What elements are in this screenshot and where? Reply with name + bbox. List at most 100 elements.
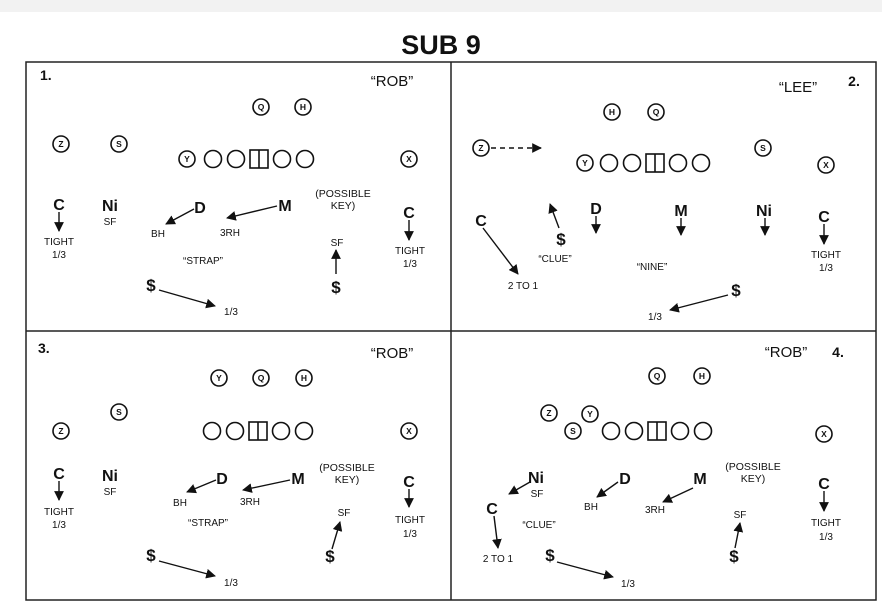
panel-2-x-receiver: X	[817, 156, 835, 174]
panel-2-tight-end: Y	[576, 154, 594, 172]
panel-4-c-left: C	[486, 501, 498, 518]
panel-2-oline-lg	[622, 153, 642, 173]
svg-text:X: X	[821, 429, 827, 439]
panel-4-halfback: H	[693, 367, 711, 385]
panel-4-c-right: C	[818, 476, 830, 493]
panel-1-halfback: H	[294, 98, 312, 116]
svg-text:S: S	[116, 139, 122, 149]
panel-1-third-right: 1/3	[403, 259, 417, 270]
panel-3-qb: Q	[252, 369, 270, 387]
panel-3-dollar-left-arrow	[158, 560, 216, 579]
svg-text:Q: Q	[258, 102, 265, 112]
panel-2-third-right: 1/3	[819, 263, 833, 274]
panel-2-oline-rg	[668, 153, 688, 173]
panel-3-c-right: C	[403, 474, 415, 491]
panel-2-c-right: C	[818, 209, 830, 226]
panel-4-number: 4.	[832, 344, 844, 360]
panel-1-d: D	[194, 200, 206, 217]
panel-1-oline-lt	[203, 149, 223, 169]
panel-4-bh: BH	[584, 502, 598, 513]
panel-1-dollar-left: $	[146, 276, 156, 295]
panel-2-dollar-bottom-arrow	[669, 294, 729, 313]
panel-4-oline-rt	[693, 421, 713, 441]
panel-3-3rh: 3RH	[240, 497, 260, 508]
panel-3-dollar-left: $	[146, 546, 156, 565]
panel-4-oline-rg	[670, 421, 690, 441]
panel-4-qb: Q	[648, 367, 666, 385]
svg-text:Q: Q	[653, 107, 660, 117]
panel-3-strap: “STRAP”	[188, 518, 228, 529]
panel-1-m-arrow	[226, 205, 278, 221]
panel-4-ni-arrow	[508, 481, 531, 495]
panel-2-z-receiver: Z	[472, 139, 490, 157]
panel-1-ni-sf: SF	[104, 217, 117, 228]
panel-2-d: D	[590, 201, 602, 218]
panel-4-oline-lt	[601, 421, 621, 441]
panel-4-call: “ROB”	[765, 344, 808, 361]
panel-3-oline-lg	[225, 421, 245, 441]
panel-3-tight-right: TIGHT	[395, 515, 425, 526]
panel-3-sf: SF	[338, 508, 351, 519]
panel-2-call: “LEE”	[779, 79, 817, 96]
panel-3-m: M	[291, 471, 304, 488]
svg-text:Q: Q	[654, 371, 661, 381]
svg-text:X: X	[823, 160, 829, 170]
center-lineman	[645, 153, 665, 173]
panel-1-sf: SF	[331, 238, 344, 249]
panel-4-dollar-right: $	[729, 547, 739, 566]
panel-4-sf-arrow	[733, 522, 744, 549]
svg-text:Z: Z	[58, 139, 63, 149]
svg-text:Z: Z	[478, 143, 483, 153]
panel-2-ni: Ni	[756, 203, 772, 220]
panel-3-c-left: C	[53, 466, 65, 483]
panel-4-c-left-arrow	[492, 515, 502, 549]
panel-1-z-receiver: Z	[52, 135, 70, 153]
panel-2-number: 2.	[848, 73, 860, 89]
panel-3-tight-left: TIGHT	[44, 507, 74, 518]
panel-2-m: M	[674, 203, 687, 220]
panel-4-m: M	[693, 471, 706, 488]
panel-4-3rh: 3RH	[645, 505, 665, 516]
panel-4-tight-right: TIGHT	[811, 518, 841, 529]
panel-3-dollar-right: $	[325, 547, 335, 566]
panel-2-dollar-bottom: $	[731, 281, 741, 300]
panel-3-tight-end: Y	[210, 369, 228, 387]
diagram-title: SUB 9	[401, 30, 481, 60]
panel-1-3rh: 3RH	[220, 228, 240, 239]
svg-text:Y: Y	[587, 409, 593, 419]
panel-3-x-receiver: X	[400, 422, 418, 440]
panel-3-ni-sf: SF	[104, 487, 117, 498]
panel-4-dollar-left: $	[545, 546, 555, 565]
panel-3-third-bottom: 1/3	[224, 578, 238, 589]
panel-3-z-receiver: Z	[52, 422, 70, 440]
svg-text:Z: Z	[546, 408, 551, 418]
svg-text:H: H	[699, 371, 705, 381]
svg-text:Y: Y	[582, 158, 588, 168]
svg-text:X: X	[406, 426, 412, 436]
panel-1-dollar-left-arrow	[158, 289, 216, 309]
panel-3-m-arrow	[242, 479, 291, 493]
panel-2-s-back: S	[754, 139, 772, 157]
panel-1-d-arrow	[165, 208, 195, 225]
svg-text:Y: Y	[216, 373, 222, 383]
panel-1-s-back: S	[110, 135, 128, 153]
panel-4-ni-sf: SF	[531, 489, 544, 500]
panel-1-oline-rg	[272, 149, 292, 169]
panel-4-sf: SF	[734, 510, 747, 521]
panel-1-oline-rt	[295, 149, 315, 169]
panel-1-c-right: C	[403, 205, 415, 222]
panel-2-2-to-1: 2 TO 1	[508, 281, 539, 292]
panel-3-oline-lt	[202, 421, 222, 441]
panel-1-bh: BH	[151, 229, 165, 240]
svg-text:H: H	[301, 373, 307, 383]
panel-4-x-receiver: X	[815, 425, 833, 443]
panel-2-oline-rt	[691, 153, 711, 173]
panel-3-d: D	[216, 471, 228, 488]
panel-1-tight-left: TIGHT	[44, 237, 74, 248]
panel-1-call: “ROB”	[371, 73, 414, 90]
panel-3-oline-rt	[294, 421, 314, 441]
panel-1-ni: Ni	[102, 198, 118, 215]
